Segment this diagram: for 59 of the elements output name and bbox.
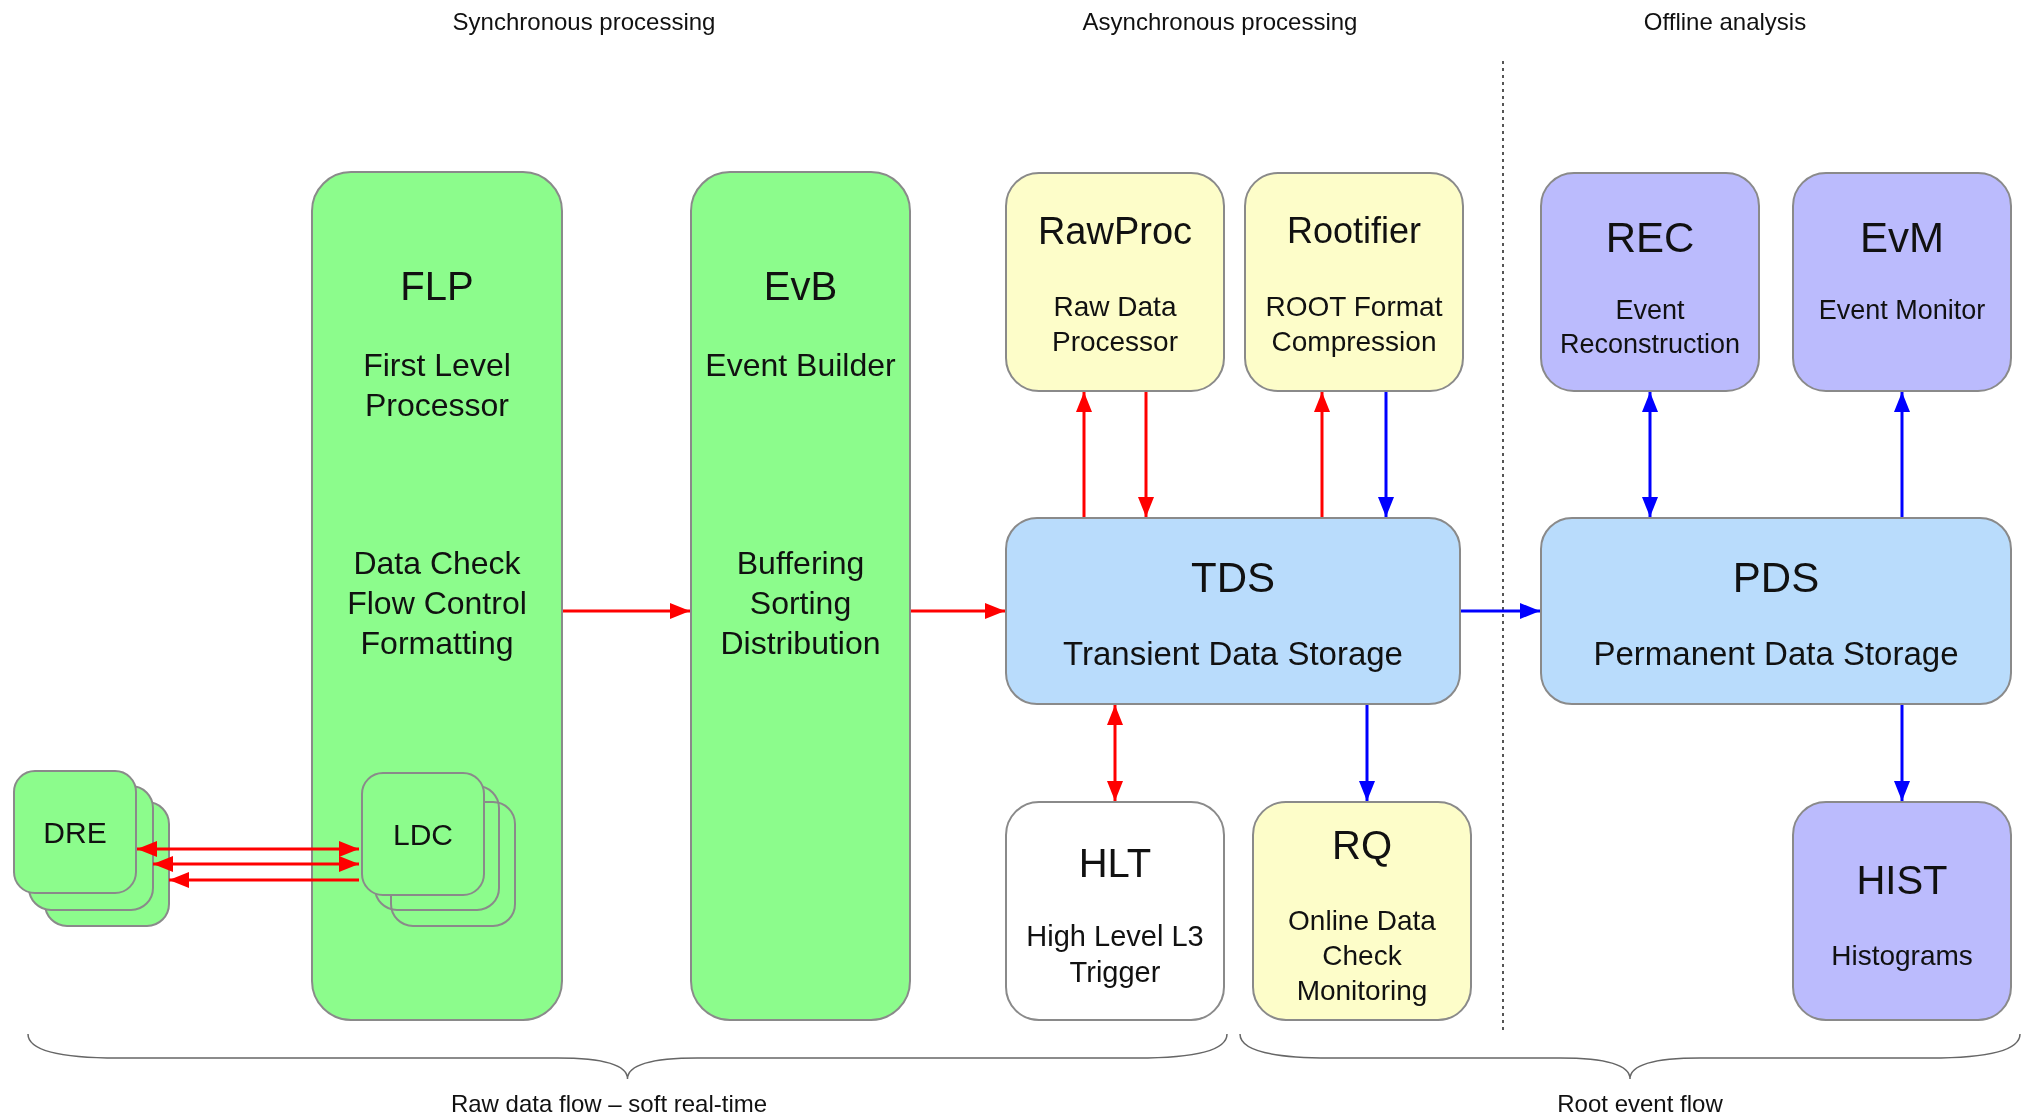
arrow [169, 872, 359, 888]
arrow [1314, 392, 1330, 517]
process-box [690, 171, 911, 1021]
node-description: Data Check Flow Control Formatting [346, 544, 528, 663]
node-description: First Level Processor [362, 346, 512, 425]
arrow [1461, 603, 1540, 619]
arrow [153, 856, 359, 872]
node-title: RawProc [1037, 209, 1193, 254]
arrow [1076, 392, 1092, 517]
node-title: LDC [393, 817, 453, 853]
process-box [1005, 801, 1225, 1021]
node-description: Event Monitor [1818, 294, 1986, 327]
node-description: Histograms [1831, 939, 1973, 973]
process-box [1244, 172, 1464, 392]
node-title: DRE [43, 815, 107, 851]
process-box [1540, 517, 2012, 705]
node-title: TDS [1191, 553, 1275, 603]
arrow [137, 841, 359, 857]
node-description: Online Data Check Monitoring [1287, 904, 1437, 1008]
arrow [1378, 392, 1394, 517]
process-box [13, 770, 137, 894]
node-title: HIST [1856, 857, 1948, 904]
node-description: Transient Data Storage [1063, 634, 1403, 674]
section-label: Asynchronous processing [1082, 8, 1358, 36]
arrow [1107, 705, 1123, 801]
arrow [1642, 392, 1658, 517]
arrow [1359, 705, 1375, 801]
node-title: EvB [763, 263, 838, 310]
process-box [311, 171, 563, 1021]
node-description: Permanent Data Storage [1593, 634, 1959, 674]
flow-label: Raw data flow – soft real-time [450, 1090, 768, 1118]
process-box [1252, 801, 1472, 1021]
process-box [1540, 172, 1760, 392]
node-title: REC [1605, 213, 1695, 263]
process-box [1792, 172, 2012, 392]
arrow [1894, 392, 1910, 517]
arrow [563, 603, 690, 619]
node-description: High Level L3 Trigger [1025, 919, 1205, 991]
node-title: EvM [1860, 213, 1944, 263]
arrow [911, 603, 1005, 619]
node-description: ROOT Format Compression [1264, 290, 1444, 359]
process-box [1792, 801, 2012, 1021]
node-title: RQ [1332, 822, 1392, 869]
node-title: HLT [1078, 840, 1152, 887]
section-label: Synchronous processing [452, 8, 716, 36]
node-title: PDS [1732, 553, 1820, 603]
node-title: FLP [400, 263, 474, 310]
arrow [1138, 392, 1154, 517]
flow-label: Root event flow [1557, 1090, 1723, 1118]
arrow [1894, 705, 1910, 801]
node-description: Event Reconstruction [1558, 294, 1742, 361]
process-box [361, 772, 485, 896]
node-description: Buffering Sorting Distribution [719, 544, 882, 663]
node-description: Raw Data Processor [1050, 290, 1179, 359]
process-box [1005, 517, 1461, 705]
node-description: Event Builder [705, 346, 896, 385]
section-label: Offline analysis [1643, 8, 1807, 36]
process-box [1005, 172, 1225, 392]
node-title: Rootifier [1286, 209, 1422, 253]
